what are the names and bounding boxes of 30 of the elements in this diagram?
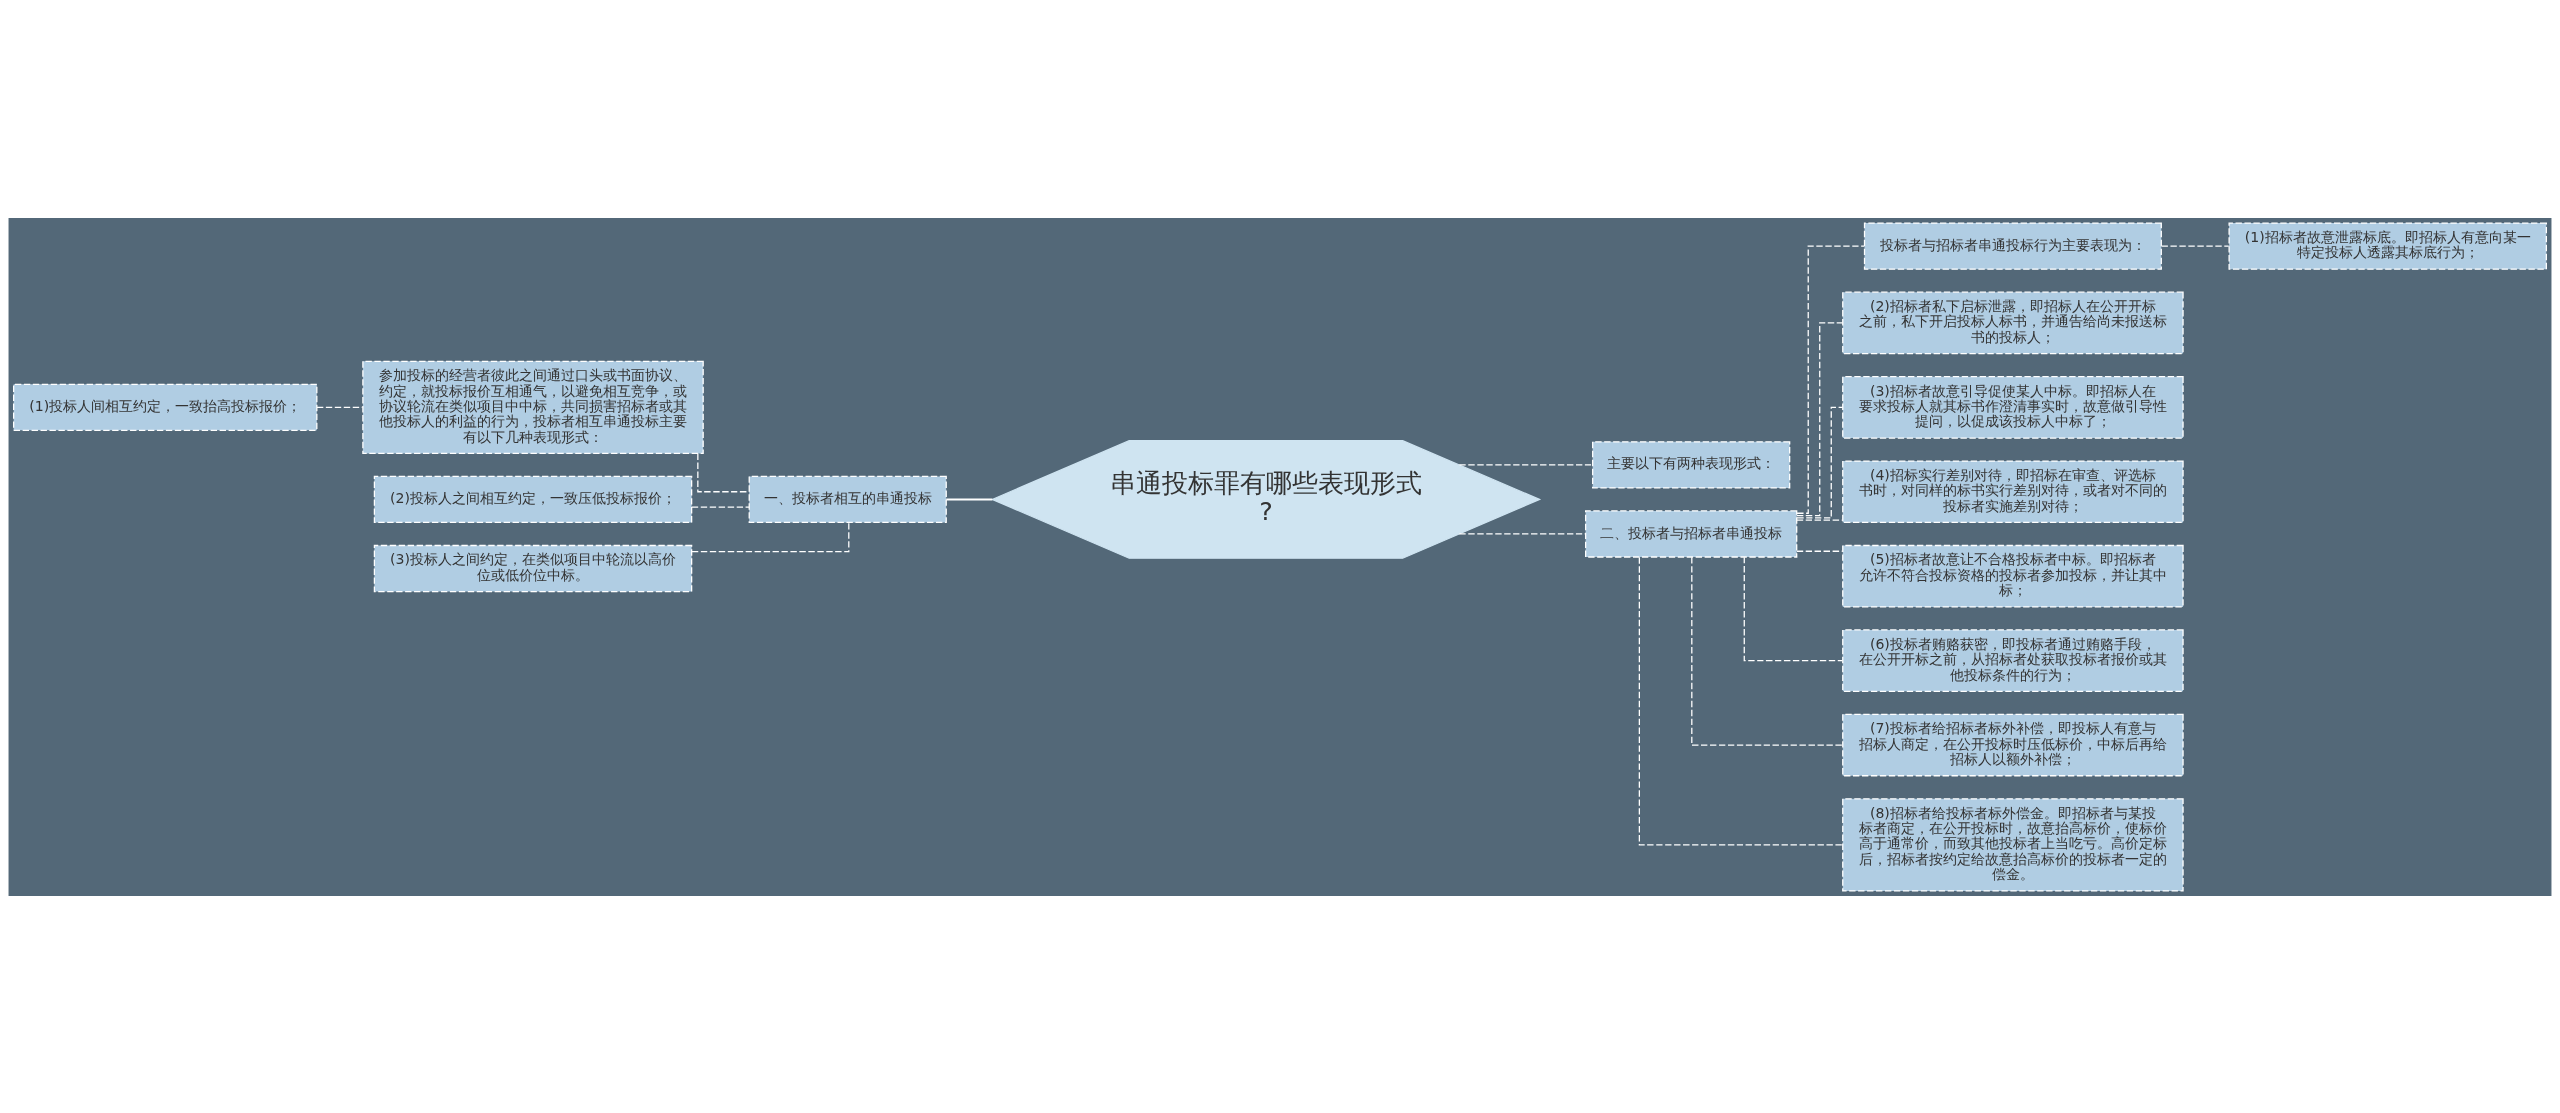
node-box: (1)招标者故意泄露标底。即招标人有意向某一特定投标人透露其标底行为；	[2228, 222, 2547, 270]
connector	[1691, 556, 1844, 746]
node-box: (2)投标人之间相互约定，一致压低投标报价；	[373, 475, 693, 523]
connector	[1796, 519, 1844, 521]
node-box: 主要以下有两种表现形式：	[1592, 440, 1791, 489]
connector	[1638, 556, 1844, 845]
node-box: (2)招标者私下启标泄露，即招标人在公开开标之前，私下开启投标人标书，并通告给尚未报送标书的投标人；	[1842, 291, 2184, 354]
node-box: (3)投标人之间约定，在类似项目中轮流以高价位或低价位中标。	[373, 544, 693, 592]
connector	[697, 452, 750, 492]
connector	[945, 497, 994, 500]
node-box: 二、投标者与招标者串通投标	[1585, 509, 1798, 558]
connector	[1796, 550, 1844, 552]
connector	[316, 406, 364, 408]
node-box: (1)投标人间相互约定，一致抬高投标报价；	[13, 383, 318, 431]
node-box: 一、投标者相互的串通投标	[748, 475, 947, 523]
node-box: (4)招标实行差别对待，即招标在审查、评选标书时，对同样的标书实行差别对待，或者对不同的投标者实施差别对待；	[1842, 459, 2184, 523]
node-box: (3)招标者故意引导促使某人中标。即招标人在要求投标人就其标书作澄清事实时，故意做引导性提问，以促成该投标人中标了；	[1842, 375, 2184, 439]
connector	[1458, 532, 1587, 535]
connector	[1743, 556, 1844, 661]
node-box: 投标者与招标者串通投标行为主要表现为：	[1863, 222, 2162, 270]
connector	[691, 505, 750, 508]
connector	[1796, 245, 1865, 514]
node-box: 参加投标的经营者彼此之间通过口头或书面协议、约定，就投标报价互相通气，以避免相互竞争，或协议轮流在类似项目中中标，共同损害招标者或其他投标人的利益的行为，投标者相互串通投标主要有以下几种表现形式：	[362, 360, 704, 454]
connector	[1796, 406, 1844, 518]
node-box: (7)投标者给招标者标外补偿，即投标人有意与招标人商定，在公开投标时压低标价，中标后再给招标人以额外补偿；	[1842, 713, 2184, 776]
node-box: (5)招标者故意让不合格投标者中标。即招标者允许不符合投标资格的投标者参加投标，并让其中标；	[1842, 544, 2184, 608]
node-box: (6)投标者贿赂获密，即投标者通过贿赂手段，在公开开标之前，从招标者处获取投标者报价或其他投标条件的行为；	[1842, 628, 2184, 692]
connector	[1796, 321, 1844, 516]
connector	[2160, 245, 2230, 247]
node-box: (8)招标者给投标者标外偿金。即招标者与某投标者商定，在公开投标时，故意抬高标价，使标价高于通常价，而致其他投标者上当吃亏。高价定标后，招标者按约定给故意抬高标价的投标者一定的偿金。	[1842, 797, 2184, 891]
